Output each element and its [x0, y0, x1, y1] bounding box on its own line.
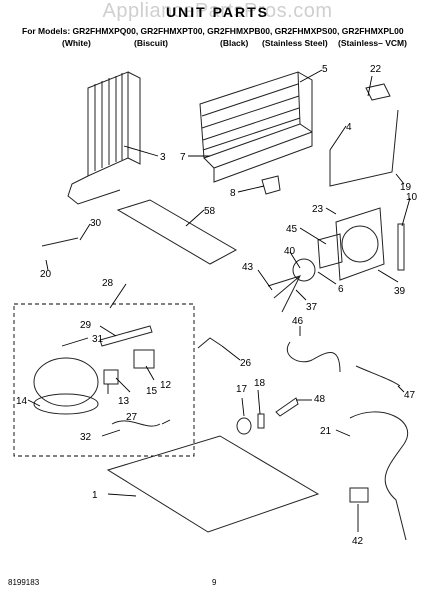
callout-13: 13	[118, 396, 130, 407]
callout-23: 23	[312, 204, 324, 215]
wire-harness-drawing	[349, 411, 409, 541]
callout-22: 22	[370, 64, 382, 75]
rod-48-drawing	[275, 397, 299, 417]
cord-drawing	[111, 420, 161, 427]
rod-drawing	[41, 237, 79, 247]
callout-8: 8	[230, 188, 236, 199]
callout-4: 4	[346, 122, 352, 133]
callout-40: 40	[284, 246, 296, 257]
callout-17: 17	[236, 384, 248, 395]
leader-lines	[27, 69, 411, 532]
callout-5: 5	[322, 64, 328, 75]
cap-drawing	[365, 83, 391, 101]
callout-15: 15	[146, 386, 158, 397]
callout-26: 26	[240, 358, 252, 369]
screw-drawing	[257, 413, 265, 429]
callout-28: 28	[102, 278, 114, 289]
callout-18: 18	[254, 378, 266, 389]
callout-21: 21	[320, 426, 332, 437]
clip-drawing	[261, 175, 281, 195]
finish-biscuit: (Biscuit)	[134, 38, 168, 48]
callout-29: 29	[80, 320, 92, 331]
hose-drawing	[287, 341, 341, 373]
callout-46: 46	[292, 316, 304, 327]
finish-stainless-vcm: (Stainless– VCM)	[338, 38, 407, 48]
callout-labels: 3 5 22 4 7 8 19 10 23 30 58 45 20 40 6 4…	[16, 64, 418, 547]
finish-black: (Black)	[220, 38, 249, 48]
drain-tube-drawing	[355, 365, 401, 387]
callout-48: 48	[314, 394, 326, 405]
fan-shroud-drawing	[335, 207, 385, 281]
callout-43: 43	[242, 262, 254, 273]
callout-58: 58	[204, 206, 216, 217]
callout-30: 30	[90, 218, 102, 229]
finish-white: (White)	[62, 38, 91, 48]
page-number: 9	[212, 578, 217, 587]
base-plate-drawing	[106, 435, 320, 533]
callout-20: 20	[40, 269, 52, 280]
callout-45: 45	[286, 224, 298, 235]
gasket-drawing	[397, 223, 405, 271]
finish-stainless-steel: (Stainless Steel)	[262, 38, 328, 48]
overload-drawing	[103, 369, 119, 385]
callout-14: 14	[16, 396, 28, 407]
wire-drawing	[197, 337, 223, 349]
callout-37: 37	[306, 302, 318, 313]
tube-drawing	[329, 109, 399, 187]
callout-19: 19	[400, 182, 412, 193]
grommet-drawing	[236, 417, 252, 435]
callout-10: 10	[406, 192, 418, 203]
watermark-text: AppliancePartsPros.com	[102, 0, 333, 22]
drier-drawing	[99, 325, 153, 347]
fan-blade-drawing	[267, 275, 301, 313]
bracket-drawing	[317, 233, 343, 269]
harness-plug-drawing	[349, 487, 369, 503]
fan-motor-drawing	[292, 258, 316, 282]
compressor-area-box	[13, 303, 195, 457]
callout-12: 12	[160, 380, 172, 391]
callout-6: 6	[338, 284, 344, 295]
relay-drawing	[133, 349, 155, 369]
callout-39: 39	[394, 286, 406, 297]
callout-32: 32	[80, 432, 92, 443]
tray-drawing	[116, 199, 238, 265]
callout-7: 7	[180, 152, 186, 163]
callout-42: 42	[352, 536, 364, 547]
models-line: For Models: GR2FHMXPQ00, GR2FHMXPT00, GR…	[22, 26, 404, 36]
callout-3: 3	[160, 152, 166, 163]
document-number: 8199183	[8, 578, 40, 587]
evaporator-coil-drawing	[199, 71, 313, 183]
callout-1: 1	[92, 490, 98, 501]
callout-31: 31	[92, 334, 104, 345]
callout-27: 27	[126, 412, 138, 423]
page-title: UNIT PARTS	[166, 4, 269, 20]
condenser-coil-drawing	[67, 71, 141, 205]
compressor-drawing	[33, 357, 99, 415]
callout-47: 47	[404, 390, 416, 401]
